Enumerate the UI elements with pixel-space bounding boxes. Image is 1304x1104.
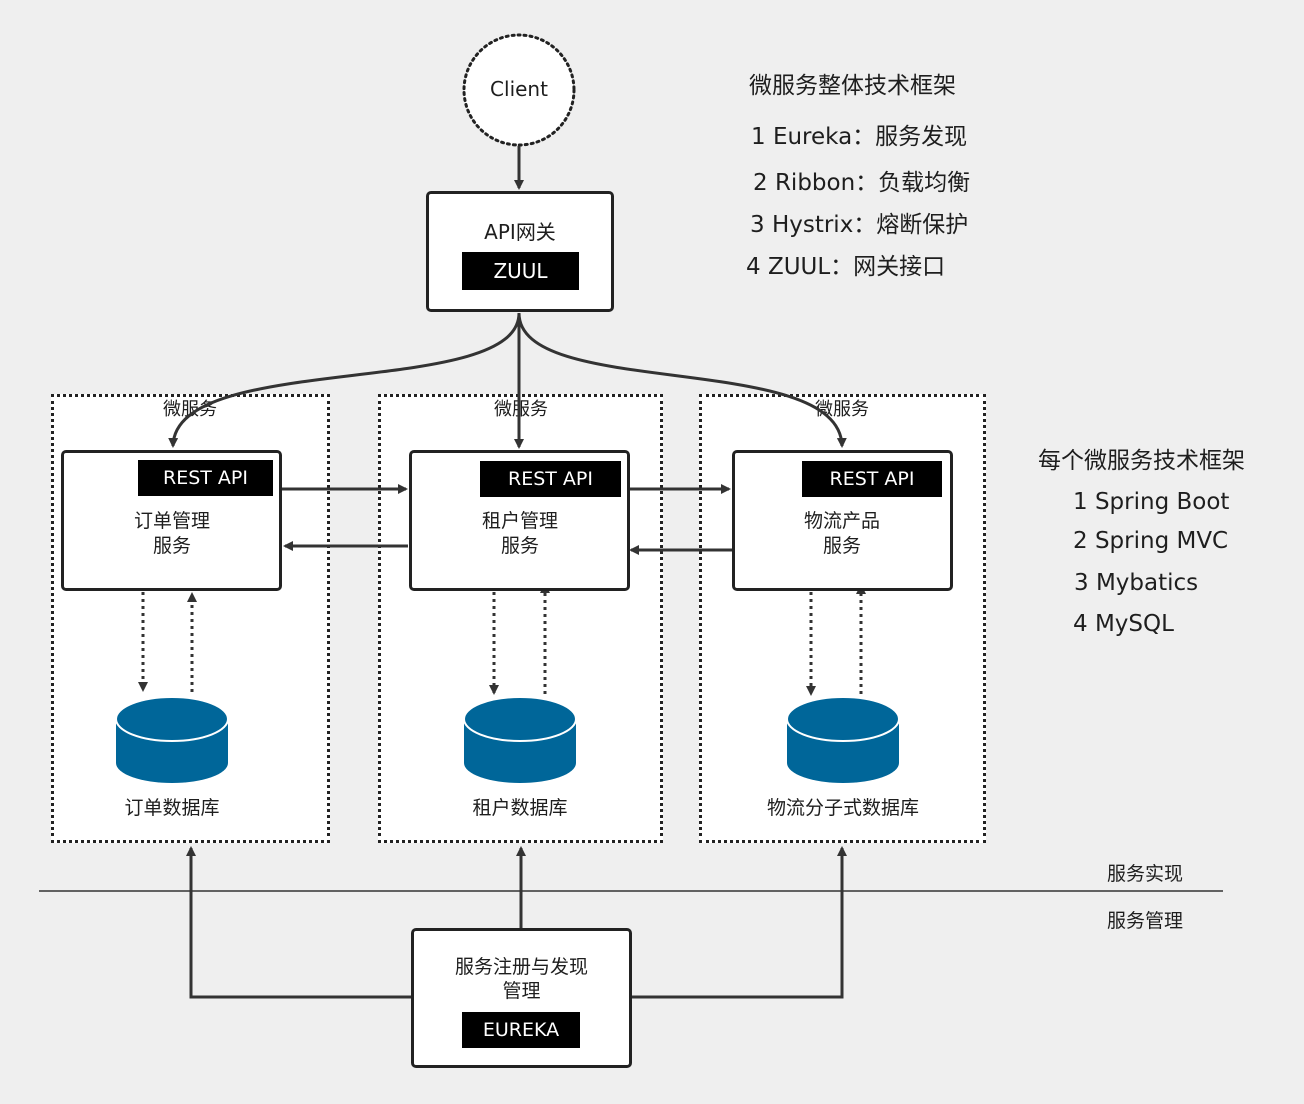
zuul-tag: ZUUL [462, 252, 579, 290]
tenant-rest-api-tag: REST API [480, 461, 621, 497]
order-db-label: 订单数据库 [124, 797, 220, 819]
per-service-title: 每个微服务技术框架 [1038, 448, 1245, 474]
database-logistics-icon [786, 696, 900, 783]
arrow-registry-logistics [631, 846, 847, 999]
order-service-name: 订单管理 [133, 510, 210, 532]
logistics-service-name: 物流产品 [803, 510, 880, 532]
registry-title-line2: 管理 [502, 980, 541, 1002]
client-label: Client [490, 77, 548, 101]
api-gateway-title: API网关 [484, 220, 556, 244]
zone-label-order: 微服务 [163, 399, 217, 420]
order-rest-api-tag: REST API [138, 460, 273, 496]
per-service-item-3: 3 Mybatics [1074, 570, 1199, 596]
overview-title: 微服务整体技术框架 [749, 73, 956, 99]
tenant-service-suffix: 服务 [500, 535, 539, 557]
registry-title-line1: 服务注册与发现 [454, 956, 588, 978]
tenant-db-label: 租户数据库 [472, 797, 568, 819]
eureka-tag: EUREKA [462, 1012, 580, 1048]
zone-label-tenant: 微服务 [494, 399, 548, 420]
zone-label-logistics: 微服务 [815, 399, 869, 420]
per-service-item-4: 4 MySQL [1073, 611, 1174, 637]
arrow-gateway-logistics [517, 312, 847, 448]
overview-item-4: 4 ZUUL：网关接口 [746, 254, 946, 280]
overview-item-3: 3 Hystrix：熔断保护 [750, 212, 969, 238]
logistics-rest-api-tag: REST API [802, 461, 942, 497]
database-order-icon [115, 696, 229, 783]
overview-item-2: 2 Ribbon：负载均衡 [753, 170, 971, 196]
client-node[interactable] [462, 33, 576, 147]
api-gateway-box[interactable] [426, 191, 614, 312]
overview-item-1: 1 Eureka：服务发现 [751, 124, 968, 150]
arrow-registry-order [186, 846, 412, 999]
order-service-suffix: 服务 [152, 535, 191, 557]
layer-label-management: 服务管理 [1107, 910, 1184, 932]
tenant-service-name: 租户管理 [481, 510, 558, 532]
layer-label-implementation: 服务实现 [1107, 863, 1184, 885]
per-service-item-1: 1 Spring Boot [1073, 489, 1230, 515]
arrow-gateway-order [168, 312, 521, 448]
per-service-item-2: 2 Spring MVC [1073, 528, 1229, 554]
database-tenant-icon [463, 696, 577, 783]
logistics-service-suffix: 服务 [822, 535, 861, 557]
logistics-db-label: 物流分子式数据库 [766, 797, 919, 819]
